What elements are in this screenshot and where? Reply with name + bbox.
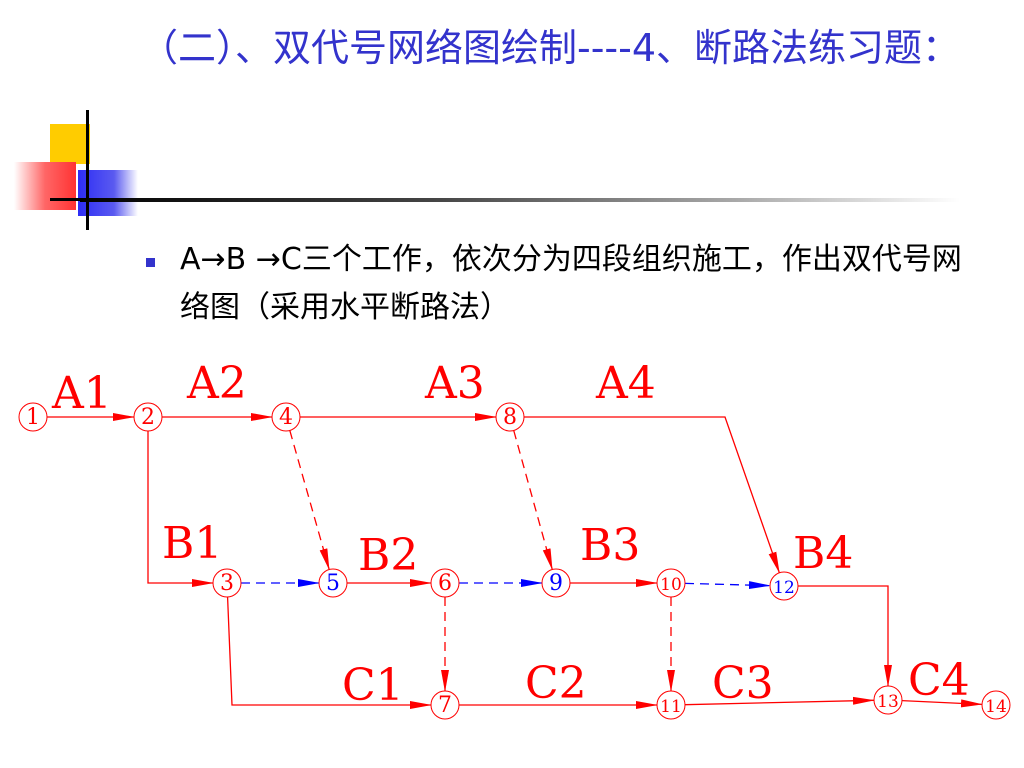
node-label-9: 9 — [549, 571, 563, 596]
activity-arrow-b1 — [147, 431, 214, 587]
activity-label-c1: C1 — [342, 660, 404, 711]
node-label-8: 8 — [503, 405, 517, 430]
yellow-square — [50, 124, 90, 164]
title-underline — [80, 198, 960, 202]
node-circle-11 — [656, 690, 686, 720]
activity-label-b2: B2 — [358, 530, 418, 581]
node-circle-10 — [656, 568, 686, 598]
slide-title: （二）、双代号网络图绘制----4、断路法练习题： — [140, 26, 961, 70]
node-label-2: 2 — [141, 405, 155, 430]
node-label-10: 10 — [660, 575, 682, 595]
horizontal-tick — [50, 198, 80, 201]
activity-label-c4: C4 — [908, 655, 970, 706]
node-circle-6 — [430, 568, 460, 598]
node-circle-4 — [271, 402, 301, 432]
node-label-13: 13 — [877, 692, 899, 712]
activity-label-a3: A3 — [424, 358, 485, 409]
dummy-arrow-8-9 — [513, 430, 553, 571]
node-circle-5 — [318, 568, 348, 598]
node-label-11: 11 — [660, 697, 682, 717]
activity-arrow-c3 — [684, 696, 876, 706]
activity-arrow-a4 — [524, 416, 780, 574]
node-circle-14 — [981, 690, 1011, 720]
node-label-4: 4 — [279, 405, 293, 430]
node-circle-1 — [18, 402, 48, 432]
dummy-arrow-10-12 — [684, 581, 772, 590]
node-circle-12 — [769, 571, 799, 601]
activity-label-a1: A1 — [51, 368, 112, 419]
node-circle-13 — [873, 685, 903, 715]
activity-label-c3: C3 — [712, 658, 774, 709]
node-label-3: 3 — [220, 571, 234, 596]
node-circle-7 — [430, 690, 460, 720]
node-label-5: 5 — [326, 571, 340, 596]
activity-arrow-c4 — [901, 699, 984, 708]
node-circle-8 — [495, 402, 525, 432]
node-label-6: 6 — [438, 571, 452, 596]
activity-arrow-c1 — [226, 596, 432, 709]
dummy-arrow-4-5 — [289, 430, 330, 571]
node-label-1: 1 — [26, 405, 40, 430]
node-label-14: 14 — [985, 697, 1007, 717]
red-square — [14, 162, 76, 210]
activity-label-a2: A2 — [186, 358, 247, 409]
activity-label-b3: B3 — [580, 520, 640, 571]
node-label-12: 12 — [773, 578, 795, 598]
vertical-rule — [86, 110, 89, 230]
activity-label-a4: A4 — [595, 358, 656, 409]
node-circle-2 — [133, 402, 163, 432]
node-circle-3 — [212, 568, 242, 598]
bullet-square-icon — [146, 258, 155, 267]
node-circle-9 — [541, 568, 571, 598]
node-label-7: 7 — [438, 693, 452, 718]
bullet-text: A→B →C三个工作，依次分为四段组织施工，作出双代号网络图（采用水平断路法） — [180, 242, 962, 325]
decorative-squares — [0, 100, 160, 240]
activity-label-c2: C2 — [525, 658, 587, 709]
activity-label-b1: B1 — [162, 518, 222, 569]
activity-arrow-b4 — [798, 585, 892, 687]
activity-label-b4: B4 — [793, 528, 853, 579]
